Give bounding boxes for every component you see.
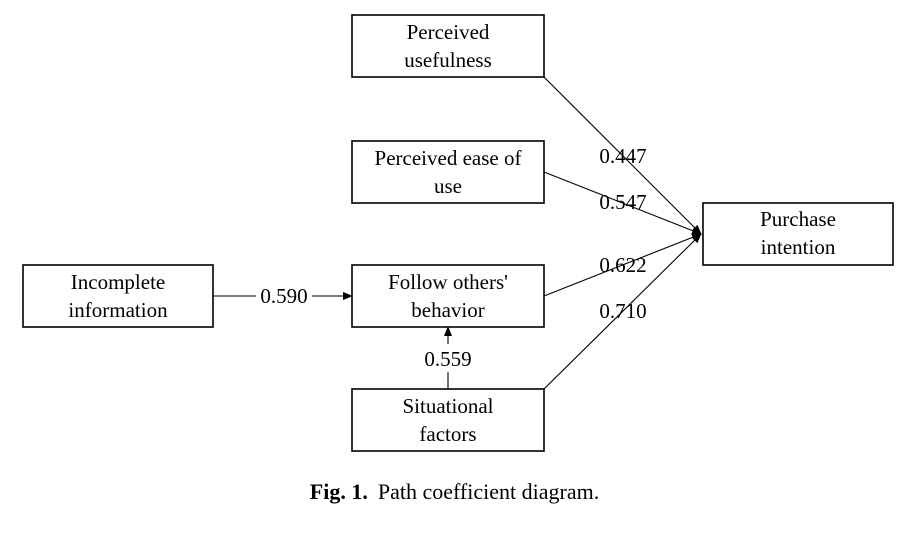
figure-caption-label: Fig. 1. [309, 479, 368, 504]
node-line: Purchase [760, 207, 836, 231]
node-incomplete-information: Incomplete information [22, 264, 214, 328]
coef-situational-to-intention: 0.710 [599, 299, 646, 323]
coef-incomplete-to-follow: 0.590 [260, 284, 307, 308]
node-line: use [434, 174, 462, 198]
edge-usefulness-to-intention [543, 76, 702, 235]
node-line: Perceived ease of [375, 146, 522, 170]
figure-caption-text: Path coefficient diagram. [377, 479, 600, 504]
node-line: behavior [411, 298, 484, 322]
node-line: Perceived [407, 20, 490, 44]
node-line: Follow others' [388, 270, 508, 294]
node-purchase-intention: Purchase intention [702, 202, 894, 266]
edge-situational-to-intention [543, 233, 702, 390]
node-line: Incomplete [71, 270, 165, 294]
node-line: usefulness [404, 48, 492, 72]
node-line: intention [761, 235, 836, 259]
edge-follow-to-intention [543, 233, 702, 297]
coef-situational-to-follow: 0.559 [424, 347, 471, 371]
node-line: information [68, 298, 168, 322]
node-perceived-usefulness: Perceived usefulness [351, 14, 545, 78]
coef-usefulness-to-intention: 0.447 [599, 144, 646, 168]
node-follow-others-behavior: Follow others' behavior [351, 264, 545, 328]
node-perceived-ease-of-use: Perceived ease of use [351, 140, 545, 204]
coef-follow-to-intention: 0.622 [599, 253, 646, 277]
node-line: factors [419, 422, 476, 446]
figure-caption: Fig. 1. Path coefficient diagram. [0, 479, 909, 505]
node-situational-factors: Situational factors [351, 388, 545, 452]
node-line: Situational [403, 394, 494, 418]
coef-ease-to-intention: 0.547 [599, 190, 646, 214]
edge-ease-to-intention [543, 171, 702, 235]
